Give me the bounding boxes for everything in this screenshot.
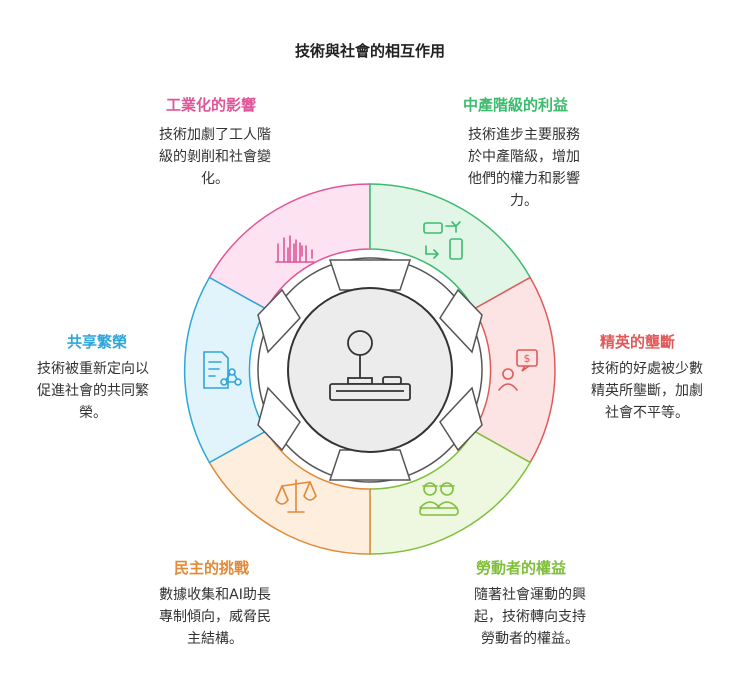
label-middle: 中產階級的利益 — [463, 96, 569, 114]
label-prosperity: 共享繁榮 — [67, 333, 128, 351]
document-share-icon — [203, 351, 242, 389]
label-industrial: 工業化的影響 — [166, 96, 257, 114]
person-money-icon: $ — [498, 349, 538, 391]
center-hub — [287, 287, 453, 453]
label-elite: 精英的壟斷 — [600, 333, 676, 351]
desc-industrial: 技術加劇了工人階級的剝削和社會變化。 — [159, 127, 271, 187]
desc-prosperity: 技術被重新定向以促進社會的共同繁榮。 — [37, 361, 149, 421]
joystick-icon — [329, 330, 411, 401]
diagram-title: 技術與社會的相互作用 — [294, 42, 445, 60]
svg-text:$: $ — [524, 352, 531, 365]
workers-group-icon — [419, 482, 459, 516]
label-labor: 勞動者的權益 — [476, 559, 567, 577]
raised-hands-icon — [275, 235, 315, 263]
desc-labor: 隨著社會運動的興起，技術轉向支持勞動者的權益。 — [474, 587, 586, 647]
phone-exchange-icon — [423, 221, 463, 260]
sector-elite — [472, 276, 556, 464]
desc-middle: 技術進步主要服務於中產階級，增加他們的權力和影響力。 — [468, 127, 580, 209]
label-democracy: 民主的挑戰 — [174, 559, 250, 577]
scales-icon — [275, 479, 317, 513]
sector-prosperity — [183, 276, 268, 464]
desc-elite: 技術的好處被少數精英所壟斷，加劇社會不平等。 — [591, 361, 703, 421]
desc-democracy: 數據收集和AI助長專制傾向，威脅民主結構。 — [159, 587, 271, 647]
